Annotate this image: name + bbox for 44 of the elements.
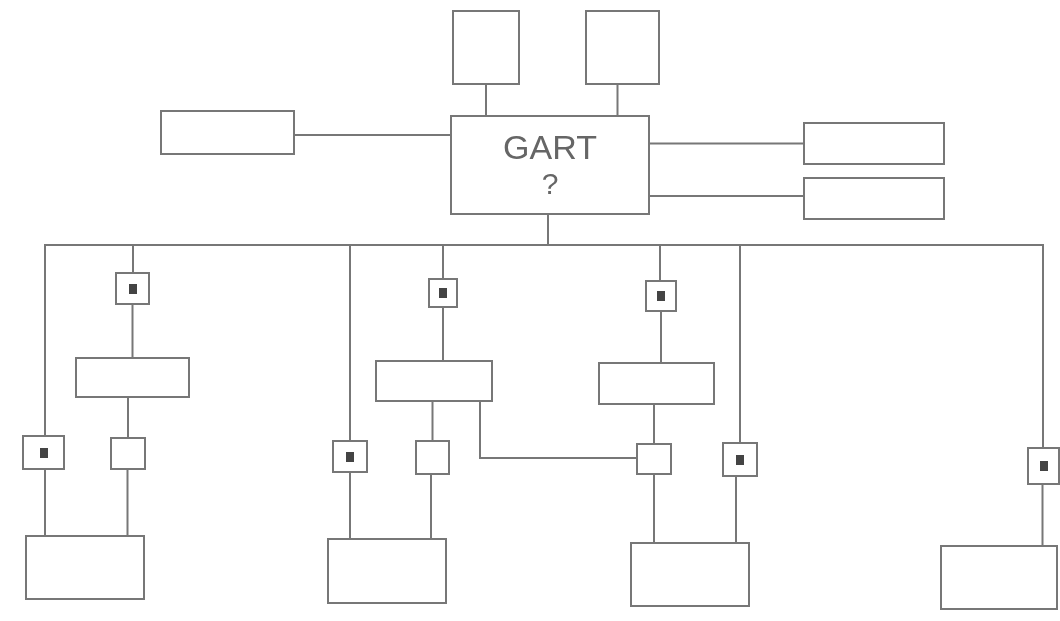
box-title: GART bbox=[503, 128, 597, 168]
empty-box bbox=[803, 177, 945, 220]
empty-box bbox=[630, 542, 750, 607]
connector-line bbox=[294, 134, 451, 136]
empty-box bbox=[75, 357, 190, 398]
empty-box bbox=[375, 360, 493, 402]
small-box bbox=[115, 272, 150, 305]
connector-line bbox=[479, 401, 637, 459]
empty-box bbox=[803, 122, 945, 165]
small-box bbox=[428, 278, 458, 308]
connector-line bbox=[349, 472, 351, 539]
connector-line bbox=[660, 311, 662, 363]
connector-line bbox=[127, 397, 129, 438]
empty-box bbox=[110, 437, 146, 470]
connector-line bbox=[485, 84, 487, 116]
empty-box bbox=[327, 538, 447, 604]
connector-line bbox=[649, 195, 804, 197]
empty-box bbox=[585, 10, 660, 85]
connector-line bbox=[431, 401, 434, 441]
empty-box bbox=[598, 362, 715, 405]
empty-box bbox=[452, 10, 520, 85]
connector-line bbox=[1041, 484, 1044, 546]
empty-box bbox=[415, 440, 450, 475]
connector-line bbox=[653, 404, 655, 444]
connector-line bbox=[616, 84, 619, 116]
empty-box bbox=[940, 545, 1058, 610]
connector-line bbox=[131, 304, 134, 358]
connector-line bbox=[442, 307, 444, 361]
small-box bbox=[332, 440, 368, 473]
empty-box bbox=[160, 110, 295, 155]
small-box bbox=[645, 280, 677, 312]
connector-line bbox=[44, 469, 46, 536]
small-box bbox=[722, 442, 758, 477]
connector-line bbox=[735, 476, 737, 543]
small-box bbox=[22, 435, 65, 470]
process-box bbox=[450, 115, 650, 215]
connector-line bbox=[653, 474, 655, 543]
empty-box bbox=[25, 535, 145, 600]
small-box bbox=[1027, 447, 1060, 485]
connector-line bbox=[430, 474, 432, 539]
empty-box bbox=[636, 443, 672, 475]
connector-line bbox=[649, 142, 804, 145]
box-text: ? bbox=[541, 167, 559, 202]
connector-line bbox=[126, 469, 129, 536]
